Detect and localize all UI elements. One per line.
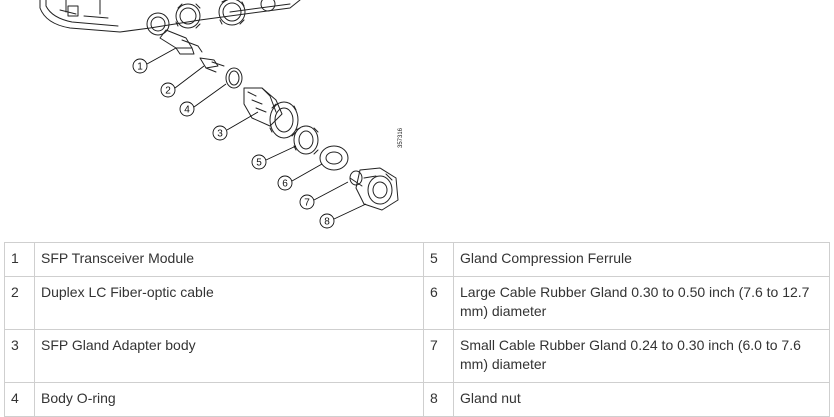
callout-circle-1 [132, 58, 148, 74]
leader-line-8 [333, 203, 367, 220]
diagram-canvas: 1 2 4 3 5 6 7 8 357316 [39, 0, 404, 229]
gland-nut-part [355, 167, 399, 211]
legend-number: 8 [423, 382, 454, 417]
leader-line-1 [146, 47, 177, 65]
table-row: 3 SFP Gland Adapter body 7 Small Cable R… [4, 329, 830, 383]
callout-label-5: 5 [256, 158, 262, 169]
callout-circle-6 [277, 175, 293, 191]
legend-description: Gland Compression Ferrule [453, 242, 830, 277]
callout-label-6: 6 [282, 179, 288, 190]
table-row: 4 Body O-ring 8 Gland nut [4, 382, 830, 417]
callout-label-8: 8 [324, 217, 330, 228]
callout-legend-table: 1 SFP Transceiver Module 5 Gland Compres… [4, 242, 830, 417]
large-rubber-gland-part [319, 145, 349, 171]
legend-number: 6 [423, 276, 454, 330]
callout-label-1: 1 [137, 62, 143, 73]
legend-number: 2 [4, 276, 35, 330]
legend-description: Body O-ring [34, 382, 424, 417]
legend-description: Large Cable Rubber Gland 0.30 to 0.50 in… [453, 276, 830, 330]
callout-label-4: 4 [184, 105, 190, 116]
legend-description: Small Cable Rubber Gland 0.24 to 0.30 in… [453, 329, 830, 383]
callout-circle-8 [319, 213, 335, 229]
legend-number: 4 [4, 382, 35, 417]
callout-label-7: 7 [304, 198, 310, 209]
leader-line-3 [226, 111, 259, 131]
o-ring-part [225, 67, 243, 89]
legend-number: 7 [423, 329, 454, 383]
leader-line-4 [193, 83, 227, 108]
leader-line-2 [174, 65, 205, 89]
table-row: 1 SFP Transceiver Module 5 Gland Compres… [4, 242, 830, 277]
small-rubber-gland-part [349, 170, 363, 187]
leader-line-7 [313, 181, 349, 201]
legend-description: Gland nut [453, 382, 830, 417]
sfp-module-part [159, 29, 203, 55]
legend-number: 1 [4, 242, 35, 277]
compression-ferrule-part [293, 125, 319, 155]
legend-description: SFP Gland Adapter body [34, 329, 424, 383]
lc-connector-part [199, 57, 225, 73]
table-row: 2 Duplex LC Fiber-optic cable 6 Large Ca… [4, 276, 830, 330]
legend-number: 3 [4, 329, 35, 383]
leader-line-6 [291, 163, 323, 182]
exploded-assembly-diagram: 1 2 4 3 5 6 7 8 357316 [39, 0, 404, 229]
figure-id-label: 357316 [398, 127, 404, 148]
device-housing [39, 0, 301, 33]
callout-circle-5 [251, 154, 267, 170]
leader-line-5 [265, 145, 297, 161]
legend-number: 5 [423, 242, 454, 277]
callout-label-2: 2 [165, 86, 171, 97]
legend-description: Duplex LC Fiber-optic cable [34, 276, 424, 330]
callout-circle-4 [179, 101, 195, 117]
adapter-body-part [243, 87, 299, 139]
housing-ports [146, 0, 276, 36]
callout-label-3: 3 [217, 129, 223, 140]
callout-circle-2 [160, 82, 176, 98]
legend-description: SFP Transceiver Module [34, 242, 424, 277]
callout-circle-3 [212, 125, 228, 141]
callout-circle-7 [299, 194, 315, 210]
